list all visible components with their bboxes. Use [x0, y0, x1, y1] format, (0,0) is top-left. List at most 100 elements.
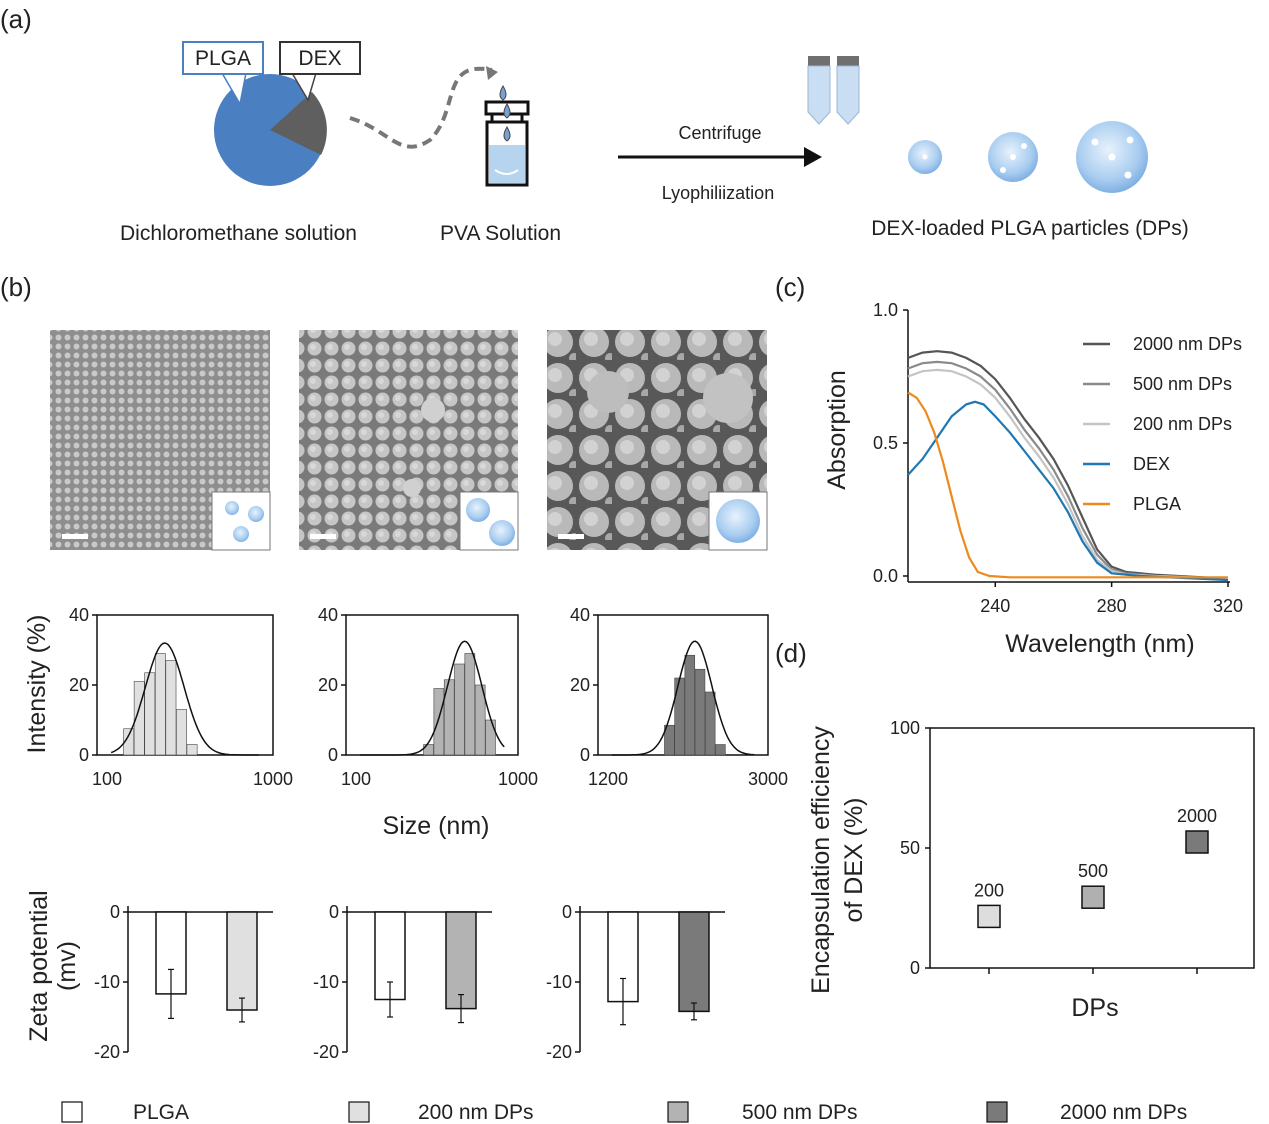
panel-a-label: (a) [0, 4, 32, 34]
sem-image-500 [299, 330, 519, 551]
zeta-potential-2000: 0-10-20 [546, 902, 725, 1062]
plga-callout: PLGA [182, 41, 264, 107]
x-tick-label: 100 [341, 769, 371, 789]
histogram-bar [154, 653, 166, 756]
y-tick-label: -10 [313, 972, 339, 992]
lyophilization-label: Lyophiliization [662, 183, 774, 203]
encapsulation-point [1185, 830, 1209, 854]
legend-swatch [986, 1101, 1008, 1123]
y-tick-label: -20 [313, 1042, 339, 1062]
absorption-line [907, 368, 1229, 580]
zeta-bar [678, 911, 710, 1013]
dichloromethane-pie [214, 74, 327, 186]
y-tick-label: 0 [562, 902, 572, 922]
y-tick-label: 20 [69, 675, 89, 695]
histogram-bar [454, 663, 465, 756]
dex-callout: DEX [279, 41, 361, 102]
legend-label: 500 nm DPs [742, 1101, 858, 1124]
histogram-bar [664, 724, 675, 756]
dropwise-dashed-arrow [349, 66, 493, 149]
histogram-bar [133, 681, 145, 756]
gaussian-fit-curve [110, 642, 259, 756]
histogram-bar [423, 744, 434, 756]
gaussian-fit-curve [611, 640, 755, 756]
legend-swatch [61, 1101, 83, 1123]
bar-legend: PLGA 200 nm DPs 500 nm DPs 2000 nm DPs [61, 1101, 1187, 1124]
pva-vial-icon [484, 85, 530, 187]
wavelength-axis-title: Wavelength (nm) [1005, 630, 1194, 658]
plga-tag: PLGA [195, 47, 251, 70]
dichloromethane-caption: Dichloromethane solution [120, 222, 357, 245]
x-tick-label: 1200 [588, 769, 628, 789]
x-tick-label: 1000 [498, 769, 538, 789]
histogram-bar [704, 691, 716, 756]
process-arrowhead [804, 147, 822, 167]
size-axis-title: Size (nm) [383, 812, 490, 840]
encapsulation-point [977, 904, 1001, 929]
zeta-potential-200: 0-10-20 [94, 902, 273, 1062]
absorption-axis-title: Absorption [823, 370, 851, 490]
y-tick-label: 20 [318, 675, 338, 695]
y-tick-label: 0 [79, 745, 89, 765]
zeta-bar [226, 911, 258, 1011]
histogram-bar [674, 677, 685, 756]
encapsulation-plot: 0 50 100 200 500 2000 [890, 718, 1255, 978]
histogram-bar [464, 653, 476, 756]
legend-swatch [667, 1101, 689, 1123]
centrifuge-tubes-icon [807, 56, 860, 125]
absorption-plot: 0.0 0.5 1.0 240 280 320 [873, 300, 1243, 616]
point-label: 2000 [1177, 806, 1217, 826]
y-tick-label: 40 [69, 605, 89, 625]
x-tick-label: 3000 [748, 769, 788, 789]
encapsulation-point [1081, 885, 1105, 909]
intensity-axis-title: Intensity (%) [23, 615, 51, 754]
absorption-line [907, 360, 1229, 580]
legend-label: 200 nm DPs [1133, 414, 1232, 434]
point-label: 200 [974, 880, 1004, 900]
histogram-bar [433, 688, 445, 756]
x-tick-label: 320 [1213, 596, 1243, 616]
legend-label: 2000 nm DPs [1060, 1101, 1187, 1124]
legend-label: PLGA [1133, 494, 1181, 514]
zeta-axis-title-line2: (mv) [53, 941, 81, 991]
zeta-bar [445, 911, 477, 1010]
particles-icon [908, 121, 1148, 193]
y-tick-label: -10 [94, 972, 120, 992]
dex-tag: DEX [298, 47, 341, 70]
absorption-line [907, 350, 1229, 580]
legend-label: 200 nm DPs [418, 1101, 534, 1124]
panel-b-label: (b) [0, 272, 32, 302]
y-tick-label: 50 [900, 838, 920, 858]
y-tick-label: 0 [910, 958, 920, 978]
encapsulation-axis-title-line1: Encapsulation efficiency [807, 726, 835, 994]
particles-caption: DEX-loaded PLGA particles (DPs) [871, 217, 1188, 240]
histogram-bar [165, 660, 177, 756]
y-tick-label: 40 [318, 605, 338, 625]
y-tick-label: 40 [570, 605, 590, 625]
y-tick-label: 0 [580, 745, 590, 765]
histogram-bar [123, 728, 135, 756]
x-tick-label: 280 [1097, 596, 1127, 616]
zeta-potential-500: 0 -10 -20 [313, 902, 492, 1062]
y-tick-label: 1.0 [873, 300, 898, 320]
legend-label: 2000 nm DPs [1133, 334, 1242, 354]
histogram-bar [186, 744, 198, 756]
x-tick-label: 240 [980, 596, 1010, 616]
y-tick-label: 0 [329, 902, 339, 922]
histogram-bar [474, 684, 486, 756]
y-tick-label: -20 [546, 1042, 572, 1062]
panel-c-label: (c) [775, 272, 805, 302]
y-tick-label: 100 [890, 718, 920, 738]
legend-label: DEX [1133, 454, 1170, 474]
y-tick-label: 0.0 [873, 566, 898, 586]
legend-label: PLGA [133, 1101, 189, 1124]
gaussian-fit-curve [359, 640, 505, 756]
y-tick-label: 0.5 [873, 433, 898, 453]
histogram-bar [176, 709, 187, 756]
point-label: 500 [1078, 861, 1108, 881]
dropwise-arrowhead [486, 66, 498, 80]
